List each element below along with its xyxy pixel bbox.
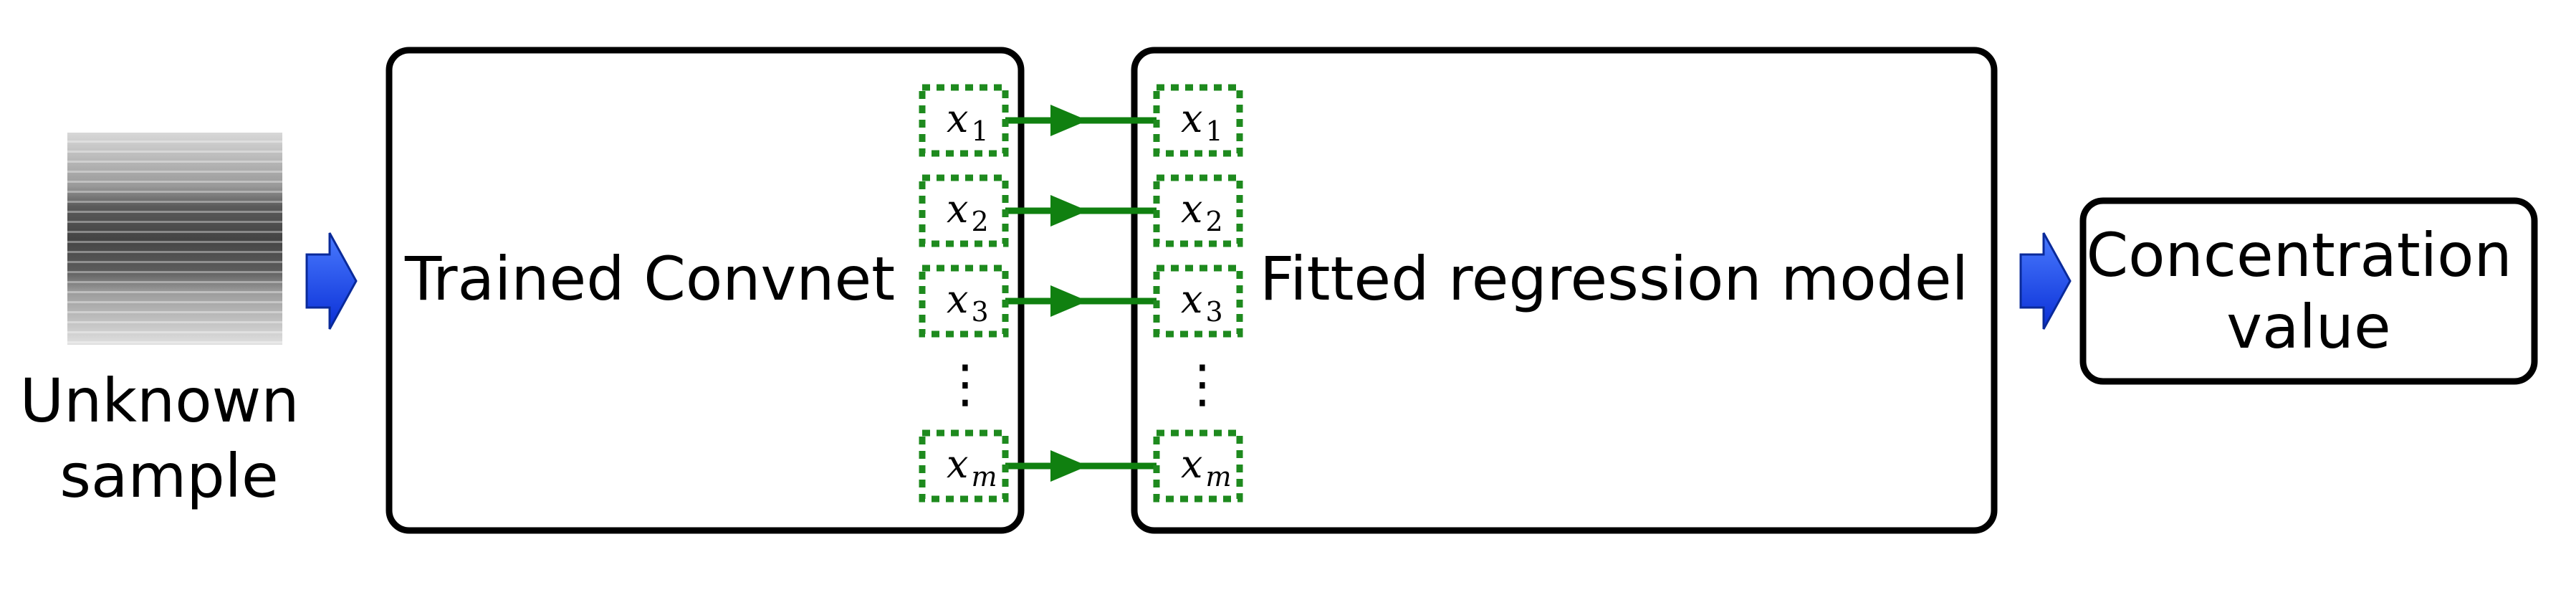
input-label: Unknown sample [20,366,319,511]
arrowhead-icon [1050,285,1088,317]
ellipsis-right: ⋮ [1177,353,1228,414]
convnet-box [386,47,1025,534]
arrowhead-icon [1050,450,1088,482]
arrow-right-icon [2019,232,2072,330]
arrowhead-icon [1050,195,1088,227]
sample-image [67,133,282,345]
regression-label: Fitted regression model [1260,244,1968,314]
output-label: Concentration value [2087,220,2532,362]
arrow-right-icon [305,232,358,330]
ellipsis-left: ⋮ [939,353,991,414]
convnet-label: Trained Convnet [404,244,895,314]
output-box [2079,197,2538,385]
regression-box [1131,47,1998,534]
arrowhead-icon [1050,105,1088,136]
